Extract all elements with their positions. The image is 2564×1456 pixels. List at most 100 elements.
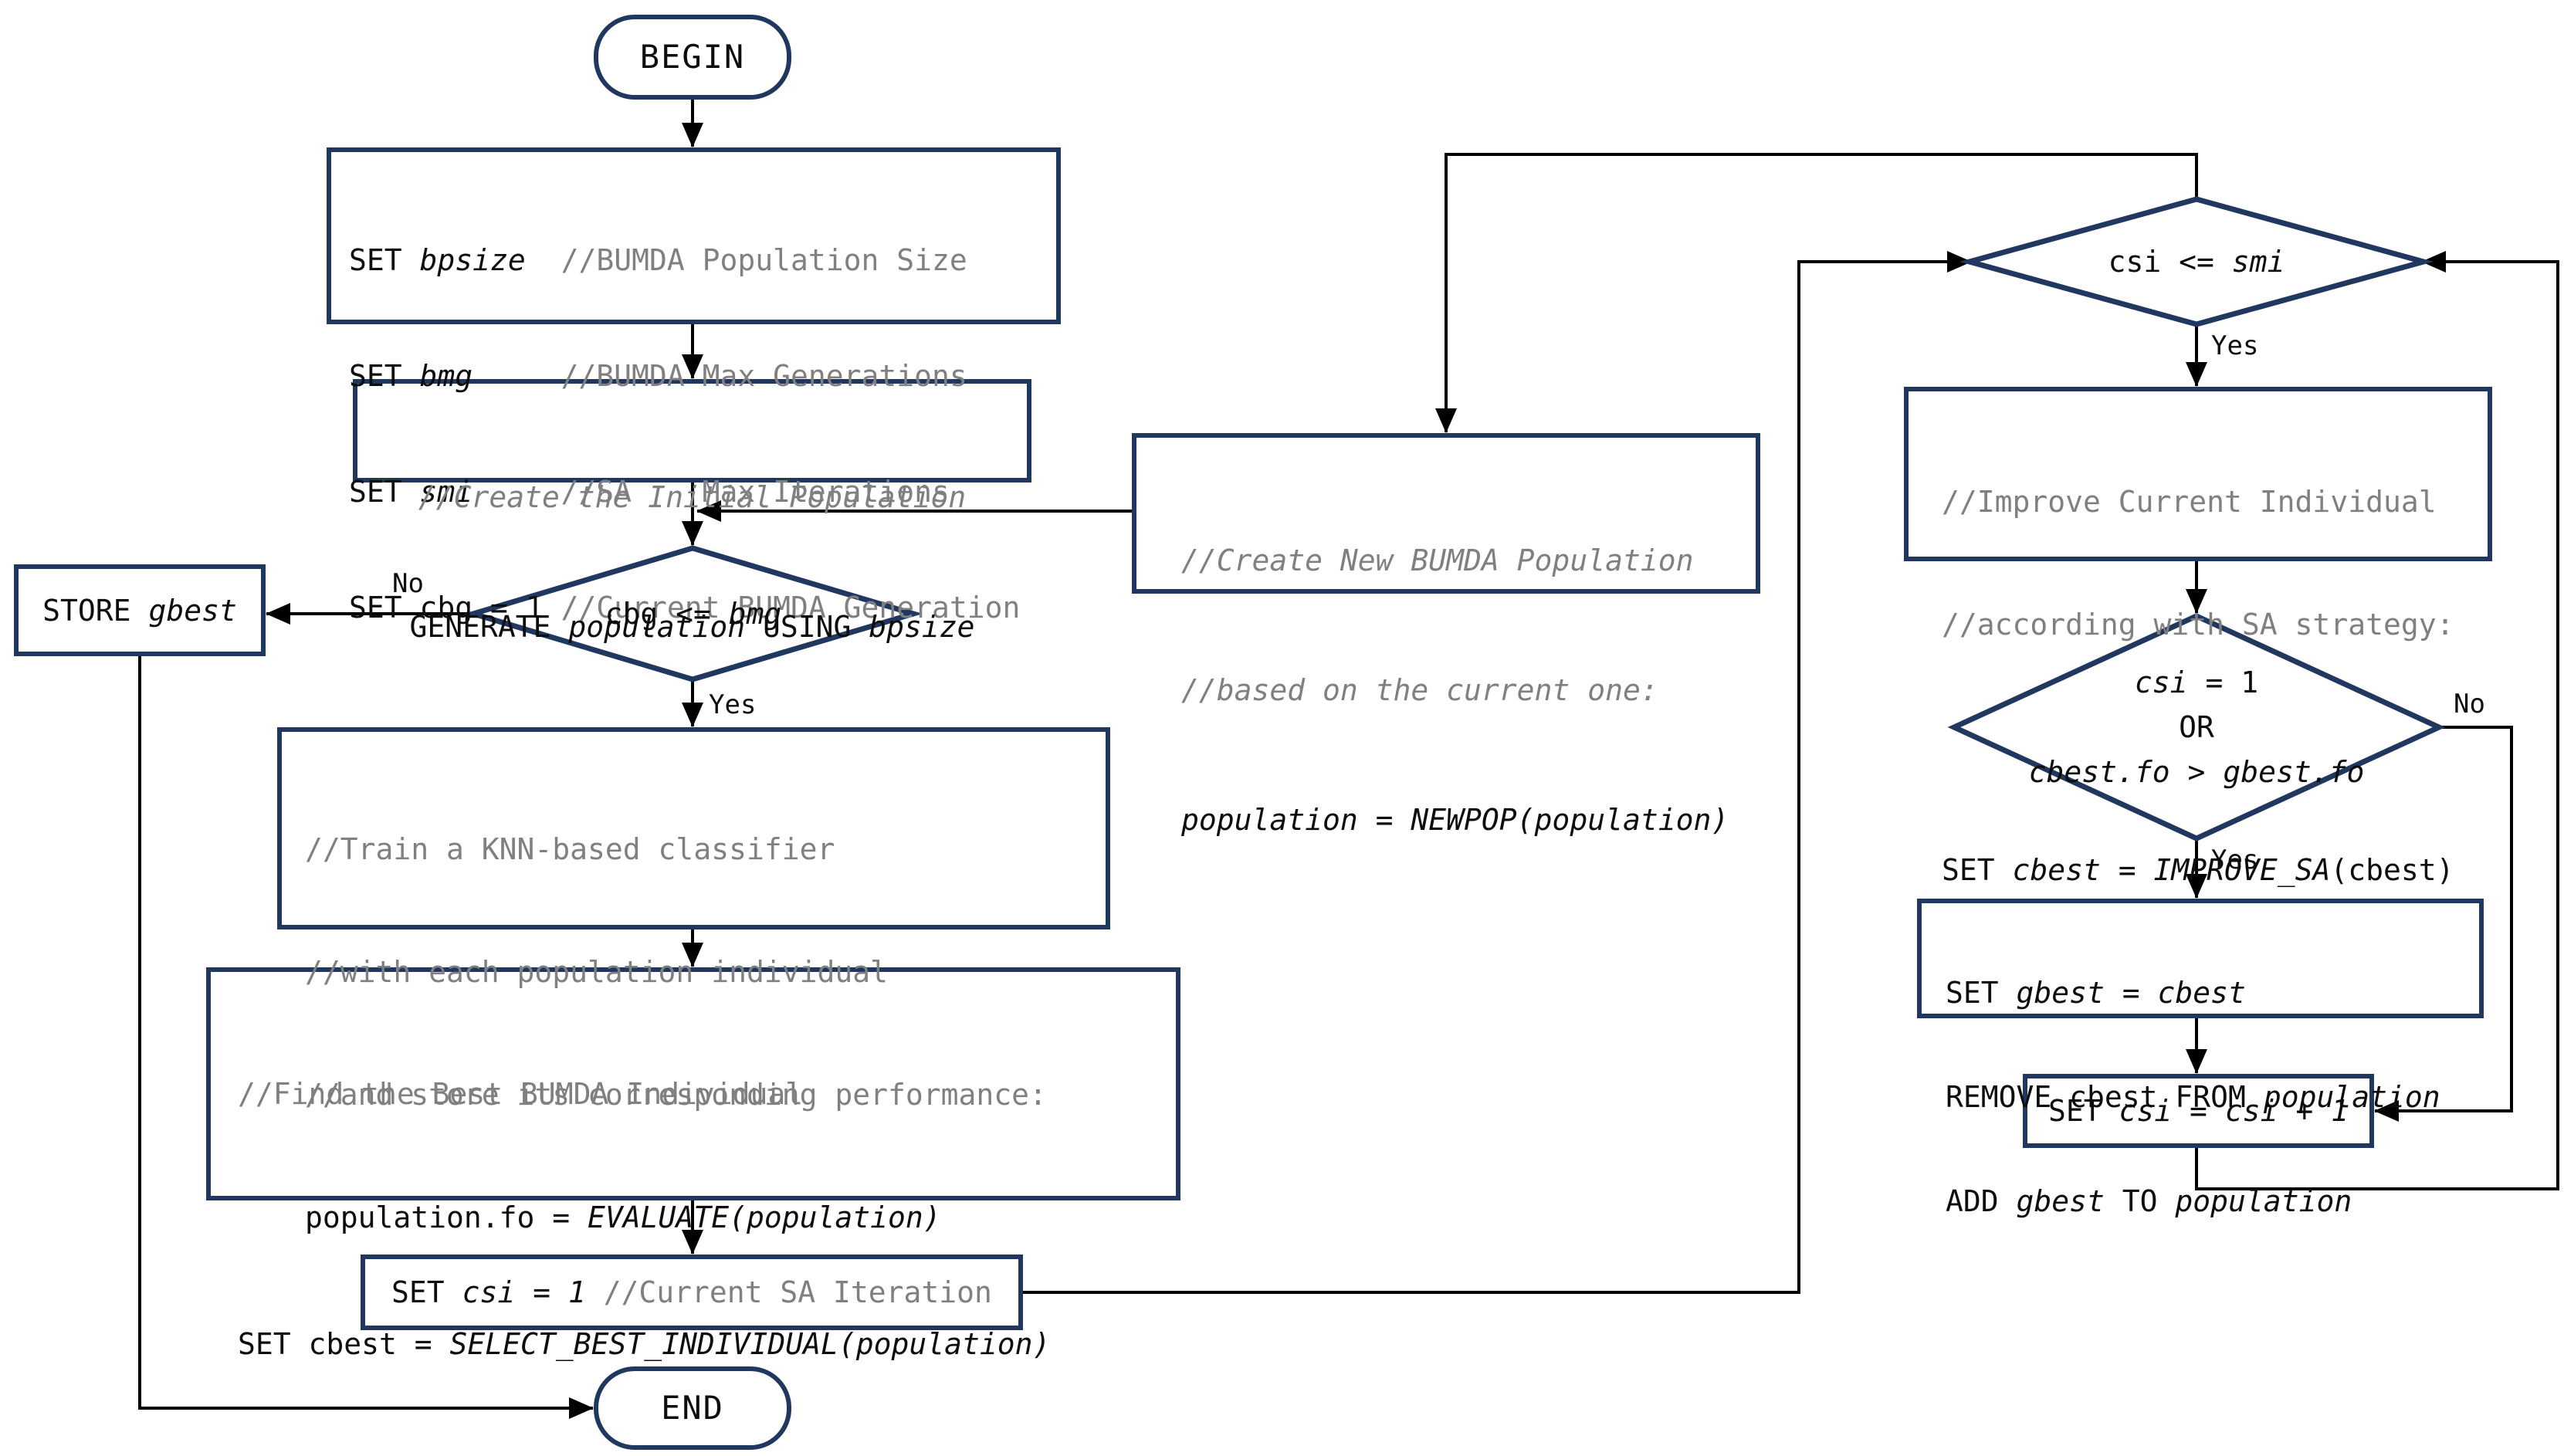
- text-segment: csi: [462, 1275, 516, 1309]
- comment-line: //Create the Initial Population: [355, 476, 1029, 519]
- text-segment: =: [2104, 976, 2158, 1010]
- text-segment: GENERATE: [409, 610, 569, 644]
- text-segment: [586, 1273, 604, 1312]
- sa-loop-condition-label: csi <= smi: [1970, 199, 2423, 324]
- text-segment: //BUMDA Max Generations: [561, 359, 967, 393]
- condition-line: csi = 1: [2135, 660, 2258, 705]
- text-segment: SET: [391, 1275, 462, 1309]
- text-segment: csi <=: [2108, 245, 2232, 279]
- blank-line: [238, 1448, 1157, 1456]
- text-segment: SET: [1942, 853, 2013, 887]
- text-segment: REMOVE cbest FROM: [1946, 1080, 2264, 1114]
- text-segment: //Current BUMDA Generation: [561, 591, 1021, 625]
- text-segment: SELECT_BEST_INDIVIDUAL(population): [449, 1327, 1051, 1361]
- code-line: SET cbest = SELECT_BEST_INDIVIDUAL(popul…: [238, 1323, 1157, 1365]
- text-segment: EVALUATE(population): [588, 1200, 941, 1234]
- text-segment: =: [2172, 1094, 2225, 1128]
- comment-line: //Train a KNN-based classifier: [305, 829, 1085, 870]
- text-segment: //with each population individual: [305, 955, 888, 989]
- code-line: SET bpsize //BUMDA Population Size: [349, 241, 1036, 279]
- find-best-process: [206, 967, 1180, 1200]
- text-segment: SET: [2048, 1094, 2119, 1128]
- comment-line: //and store its corresponding performanc…: [305, 1075, 1085, 1116]
- text-segment: //BUMDA Population Size: [561, 243, 967, 277]
- improve-sa-text: //Improve Current Individual //according…: [1942, 400, 2467, 973]
- code-line: population.fo = EVALUATE(population): [305, 1197, 1085, 1238]
- text-segment: STORE: [42, 593, 149, 628]
- find-best-text: //Find the Best BUMDA Individual SET cbe…: [238, 990, 1157, 1456]
- text-segment: TO: [2104, 1184, 2176, 1218]
- code-line: SET smi //SA Max Iterations: [349, 472, 1036, 511]
- bumda-no-label: No: [392, 568, 424, 599]
- comment-line: //according with SA strategy:: [1942, 604, 2467, 645]
- update-gbest-text: SET gbest = cbest REMOVE cbest FROM popu…: [1946, 906, 2471, 1288]
- init-params-text: SET bpsize //BUMDA Population Size SET b…: [349, 164, 1036, 704]
- text-segment: SET: [1946, 976, 2017, 1010]
- store-gbest-label: STORE gbest: [16, 567, 263, 654]
- text-segment: (cbest): [2330, 853, 2454, 887]
- text-segment: bpsize: [869, 610, 975, 644]
- text-segment: SET: [349, 359, 420, 393]
- text-segment: bpsize: [419, 243, 526, 277]
- code-line: SET gbest = cbest: [1946, 976, 2471, 1011]
- text-segment: population: [2263, 1080, 2440, 1114]
- init-sa-process: [361, 1255, 1023, 1330]
- code-line: SET cbest = IMPROVE_SA(cbest): [1942, 850, 2467, 891]
- condition-line: OR: [2179, 705, 2214, 750]
- train-knn-text: //Train a KNN-based classifier //with ea…: [305, 747, 1085, 1320]
- text-segment: //Current SA Iteration: [603, 1275, 992, 1309]
- text-segment: //Find the Best BUMDA Individual: [238, 1077, 804, 1111]
- code-line: population = NEWPOP(population): [1181, 798, 1753, 841]
- text-segment: ADD: [1946, 1184, 2017, 1218]
- begin-terminator: [594, 15, 791, 100]
- text-segment: smi: [2231, 245, 2285, 279]
- bumda-loop-diamond: [463, 545, 923, 682]
- edge-initsa-to-sa-condition: [1021, 251, 1972, 1294]
- sa-loop-diamond: [1959, 196, 2434, 327]
- train-knn-process: [277, 727, 1110, 929]
- comment-line: //based on the current one:: [1181, 669, 1753, 712]
- text-segment: SET cbest =: [238, 1327, 450, 1361]
- text-segment: cbest.fo > gbest.fo: [2028, 755, 2365, 789]
- text-segment: population.fo =: [305, 1200, 588, 1234]
- text-segment: bmg: [728, 597, 782, 631]
- text-segment: //Train a KNN-based classifier: [305, 832, 835, 866]
- new-population-process: [1132, 433, 1760, 594]
- begin-label: BEGIN: [639, 38, 746, 76]
- text-segment: //and store its corresponding performanc…: [305, 1078, 1047, 1112]
- condition-line: cbest.fo > gbest.fo: [2029, 750, 2365, 794]
- new-population-text: //Create New BUMDA Population //based on…: [1181, 452, 1753, 928]
- code-line: SET bmg //BUMDA Max Generations: [349, 357, 1036, 395]
- text-segment: //Improve Current Individual: [1942, 485, 2437, 519]
- text-segment: csi: [2119, 1094, 2173, 1128]
- text-segment: cbg <=: [605, 597, 729, 631]
- text-segment: population = NEWPOP(population): [1181, 803, 1729, 837]
- text-segment: [472, 359, 561, 393]
- edge-increment-to-sa-condition: [2195, 251, 2559, 1190]
- text-segment: =: [515, 1275, 568, 1309]
- code-line: REMOVE cbest FROM population: [1946, 1080, 2471, 1115]
- end-label: END: [661, 1389, 724, 1427]
- edge-store-to-end: [138, 654, 594, 1419]
- text-segment: //according with SA strategy:: [1942, 608, 2454, 642]
- text-segment: SET cbg = 1: [349, 591, 561, 625]
- store-gbest-process: [14, 564, 266, 656]
- code-line: ADD gbest TO population: [1946, 1184, 2471, 1219]
- init-sa-label: SET csi = 1 //Current SA Iteration: [363, 1257, 1021, 1328]
- generate-population-text: //Create the Initial Population GENERATE…: [355, 389, 1029, 735]
- text-segment: //Create the Initial Population: [418, 480, 967, 514]
- edge-accept-no-to-increment: [2374, 726, 2513, 1122]
- generate-population-process: [353, 379, 1031, 483]
- text-segment: gbest: [148, 593, 237, 628]
- increment-csi-process: [2023, 1074, 2374, 1148]
- init-params-process: [327, 147, 1061, 324]
- comment-line: //Improve Current Individual: [1942, 482, 2467, 523]
- improve-sa-process: [1904, 387, 2492, 561]
- code-line: GENERATE population USING bpsize: [355, 605, 1029, 648]
- text-segment: cbest: [2157, 976, 2246, 1010]
- accept-condition-label: csi = 1 OR cbest.fo > gbest.fo: [1954, 616, 2439, 838]
- edge-sa-no-to-newpop: [1435, 153, 2198, 433]
- text-segment: IMPROVE_SA: [2153, 853, 2331, 887]
